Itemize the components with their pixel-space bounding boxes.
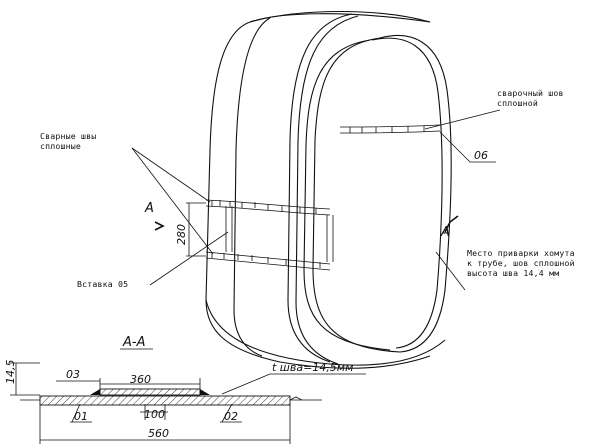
section-a-a: А-А 14,5 03 360 t шва=14,5мм 01	[4, 335, 366, 444]
dim-360: 360	[130, 373, 151, 386]
ring-outer-rim-right	[312, 37, 401, 353]
leader-weld-place	[435, 251, 466, 291]
weld-height: t шва=14,5мм	[272, 361, 353, 374]
label-insert-05: Вставка 05	[77, 279, 128, 289]
section-arrow-right	[444, 215, 459, 233]
ring-perspective-view	[205, 10, 452, 369]
label-part-06: 06	[474, 149, 488, 162]
section-mark-right: А	[440, 225, 450, 240]
leader-06	[439, 131, 471, 163]
weld-seam-lower	[205, 251, 331, 271]
dim-14-5: 14,5	[4, 360, 17, 385]
section-title: А-А	[122, 335, 145, 350]
ring-band-line-3	[295, 15, 359, 365]
ring-top-edge	[249, 10, 431, 23]
weld-seam-upper	[205, 124, 441, 216]
insert-05-welds	[225, 206, 334, 262]
label-weld-continuous-2: сплошной	[497, 98, 538, 108]
label-welds-continuous-2: сплошные	[40, 141, 81, 151]
section-mark-left: А	[144, 201, 154, 216]
leader-insert-05	[149, 231, 229, 286]
ring-inner-rim-back	[379, 35, 452, 353]
ring-rear-rim	[205, 13, 431, 369]
label-weld-place-2: к трубе, шов сплошной	[467, 258, 575, 268]
ring-inner-rim-back-2	[371, 37, 443, 349]
dim-02: 02	[224, 410, 238, 423]
label-weld-place-3: высота шва 14,4 мм	[467, 268, 559, 278]
dim-03: 03	[66, 368, 80, 381]
leader-weld-continuous	[424, 109, 501, 130]
dim-280: 280	[175, 202, 206, 257]
ring-bottom-edge	[205, 299, 446, 366]
svg-text:280: 280	[175, 224, 188, 245]
ring-band-line-1	[233, 17, 271, 357]
ring-band-line-2	[287, 13, 353, 363]
dim-100: 100	[144, 408, 165, 421]
label-welds-continuous-1: Сварные швы	[40, 131, 96, 141]
dim-01: 01	[74, 410, 88, 423]
label-weld-continuous-1: сварочный шов	[497, 88, 564, 98]
leader-welds-1	[131, 147, 211, 203]
dim-560: 560	[148, 427, 169, 440]
section-arrow-left	[154, 221, 165, 231]
leader-welds-2	[131, 147, 214, 255]
label-weld-place-1: Место приварки хомута	[467, 248, 575, 258]
